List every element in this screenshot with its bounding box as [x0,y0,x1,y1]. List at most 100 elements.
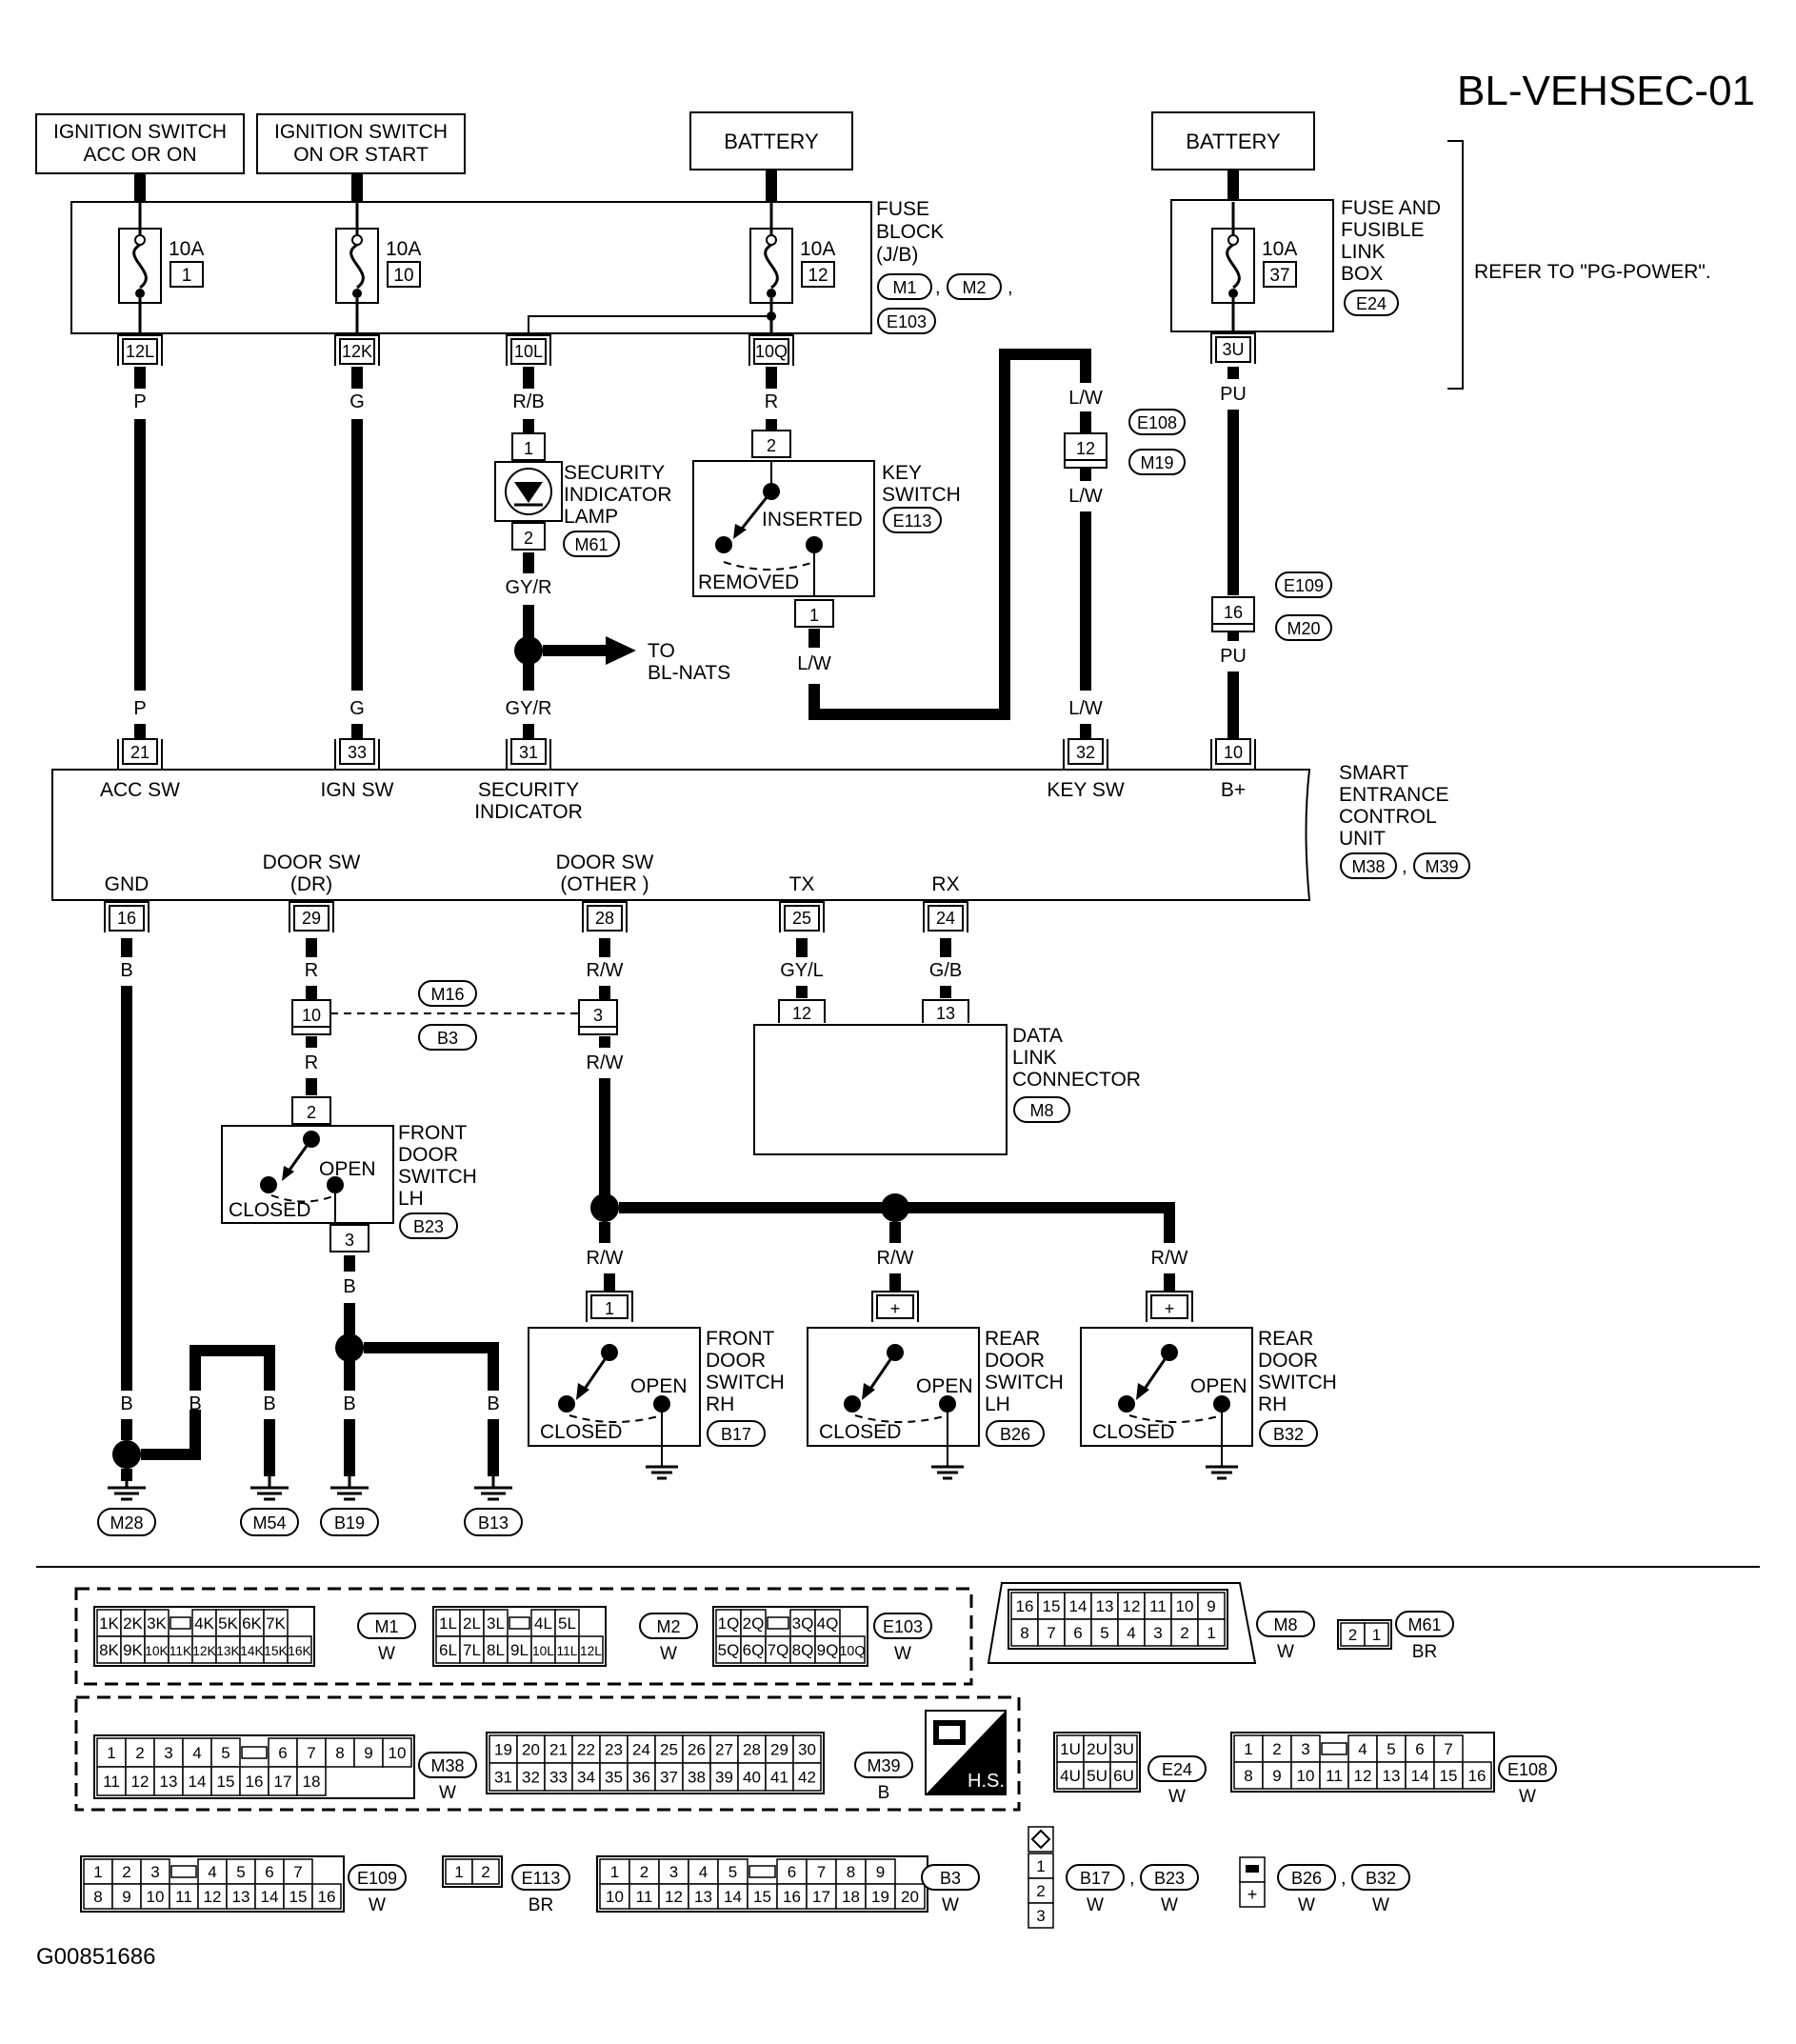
pin-cell: 14 [724,1888,742,1906]
switch-label-4: RH [706,1393,734,1415]
pin-cell: 17 [812,1888,830,1906]
pin-number: 16 [117,909,136,928]
ecu-pin-name: B+ [1221,779,1246,801]
pin-cell: 22 [577,1741,595,1759]
e24-pin-3u: 3U [1210,332,1256,364]
open-label: OPEN [630,1375,688,1397]
pin-cell: 14 [261,1888,279,1906]
key-switch: 2 INSERTED REMOVED 1 [692,430,875,628]
conn-view-name: B17 [1080,1869,1110,1888]
pin-cell: 8 [1244,1767,1252,1785]
ground-label: B13 [478,1513,509,1533]
pin-cell: 28 [743,1741,761,1759]
conn-tag-label: B32 [1273,1425,1304,1444]
pin-number: 33 [348,743,367,762]
ecu-pin-31: 31 [506,738,551,771]
pin-cell: 1 [107,1744,115,1762]
pin-cell: 37 [660,1769,678,1787]
svg-text:M16: M16 [430,985,464,1004]
open-label: OPEN [916,1375,973,1397]
fuse-block-label-1: FUSE [876,198,929,220]
svg-text:2: 2 [767,436,776,455]
switch-label-4: RH [1258,1393,1287,1415]
front-door-switch-lh: 2 OPEN CLOSED 3 [221,1096,394,1252]
conn-tag-m19: M19 [1128,449,1186,475]
pin-cell: 6U [1113,1767,1134,1785]
conn-view-name: M8 [1273,1615,1297,1634]
pin-cell: 6 [1415,1740,1424,1758]
closed-label: CLOSED [540,1421,622,1443]
switch-label-4: LH [985,1393,1010,1415]
pin-cell: 1K [99,1614,119,1633]
security-lamp-label-1: SECURITY [564,462,665,484]
conn-view-color: W [369,1895,386,1915]
conn-tag-m2: M2 [947,273,1002,300]
to-bl-nats-label: BL-NATS [648,662,730,684]
pin-cell: 3 [1153,1624,1162,1642]
joint-connector-m16-a: 10 [291,999,331,1035]
pin-cell: 12 [204,1888,222,1906]
joint-connector-m16-b: 3 [578,999,618,1035]
wire-label-gyl: GY/L [780,960,824,981]
wire-label-g: G [349,391,365,412]
battery-2-source: BATTERY [1151,111,1315,170]
pin-cell: 9 [876,1863,885,1881]
ecu-pin-name: SECURITY [478,779,579,801]
front-lh-label-1: FRONT [398,1122,467,1144]
ecu-pin-10: 10 [1210,738,1256,771]
pin-cell: 5L [558,1614,576,1633]
ecu-pin-name: GND [105,873,150,895]
fuse-block [70,201,872,334]
pin-cell: 3 [164,1744,172,1762]
conn-tag-label: B26 [1000,1425,1030,1444]
conn-view-tag-b3: B3W [921,1864,980,1915]
ground-label: B19 [334,1513,365,1533]
pin-cell: 2U [1087,1740,1108,1758]
conn-tag-e109: E109 [1275,571,1332,598]
pin-cell: 2 [481,1863,489,1881]
pin-cell: 17 [274,1773,292,1791]
pin-cell: 2 [122,1863,130,1881]
dlc-label-3: CONNECTOR [1012,1069,1141,1091]
pin-cell: 8 [847,1863,855,1881]
conn-view-name: M1 [374,1617,398,1636]
pin-cell: 5K [218,1614,238,1633]
joint-connector-e108: 12 [1064,432,1108,469]
pin-number: 12L [126,342,154,361]
key-switch-label-1: KEY [882,462,922,484]
pin-number: 32 [1076,743,1095,762]
pin-cell: 19 [871,1888,889,1906]
wire-label-b-1: B [120,960,132,981]
pin-cell: 32 [522,1769,540,1787]
wire-label-b-6: B [343,1393,355,1414]
front-lh-label-2: DOOR [398,1144,458,1166]
svg-text:M1: M1 [892,278,916,297]
conn-view-name: B23 [1154,1869,1185,1888]
fuse-block-label-2: BLOCK [876,221,944,243]
conn-view-tag-m1: M1W [357,1613,416,1664]
pin-cell: 10 [606,1888,624,1906]
conn-tag-e24: E24 [1344,290,1399,316]
pin-cell: 6Q [743,1641,765,1659]
pin-cell: 10Q [839,1644,865,1659]
ground-label: M28 [110,1513,143,1533]
pin-cell: 33 [549,1769,568,1787]
svg-text:M19: M19 [1140,453,1173,472]
conn-view-color: W [439,1783,456,1803]
conn-view-color: W [1168,1787,1186,1807]
fuse-block-label-3: (J/B) [876,244,918,266]
security-lamp-label-3: LAMP [564,506,618,528]
pin-cell: 3 [1036,1907,1045,1925]
pin-cell: 13 [1383,1767,1401,1785]
svg-text:M38: M38 [1351,857,1385,876]
pin-cell: 38 [688,1769,706,1787]
pin-cell: 6 [788,1863,796,1881]
svg-text:E113: E113 [893,511,932,531]
